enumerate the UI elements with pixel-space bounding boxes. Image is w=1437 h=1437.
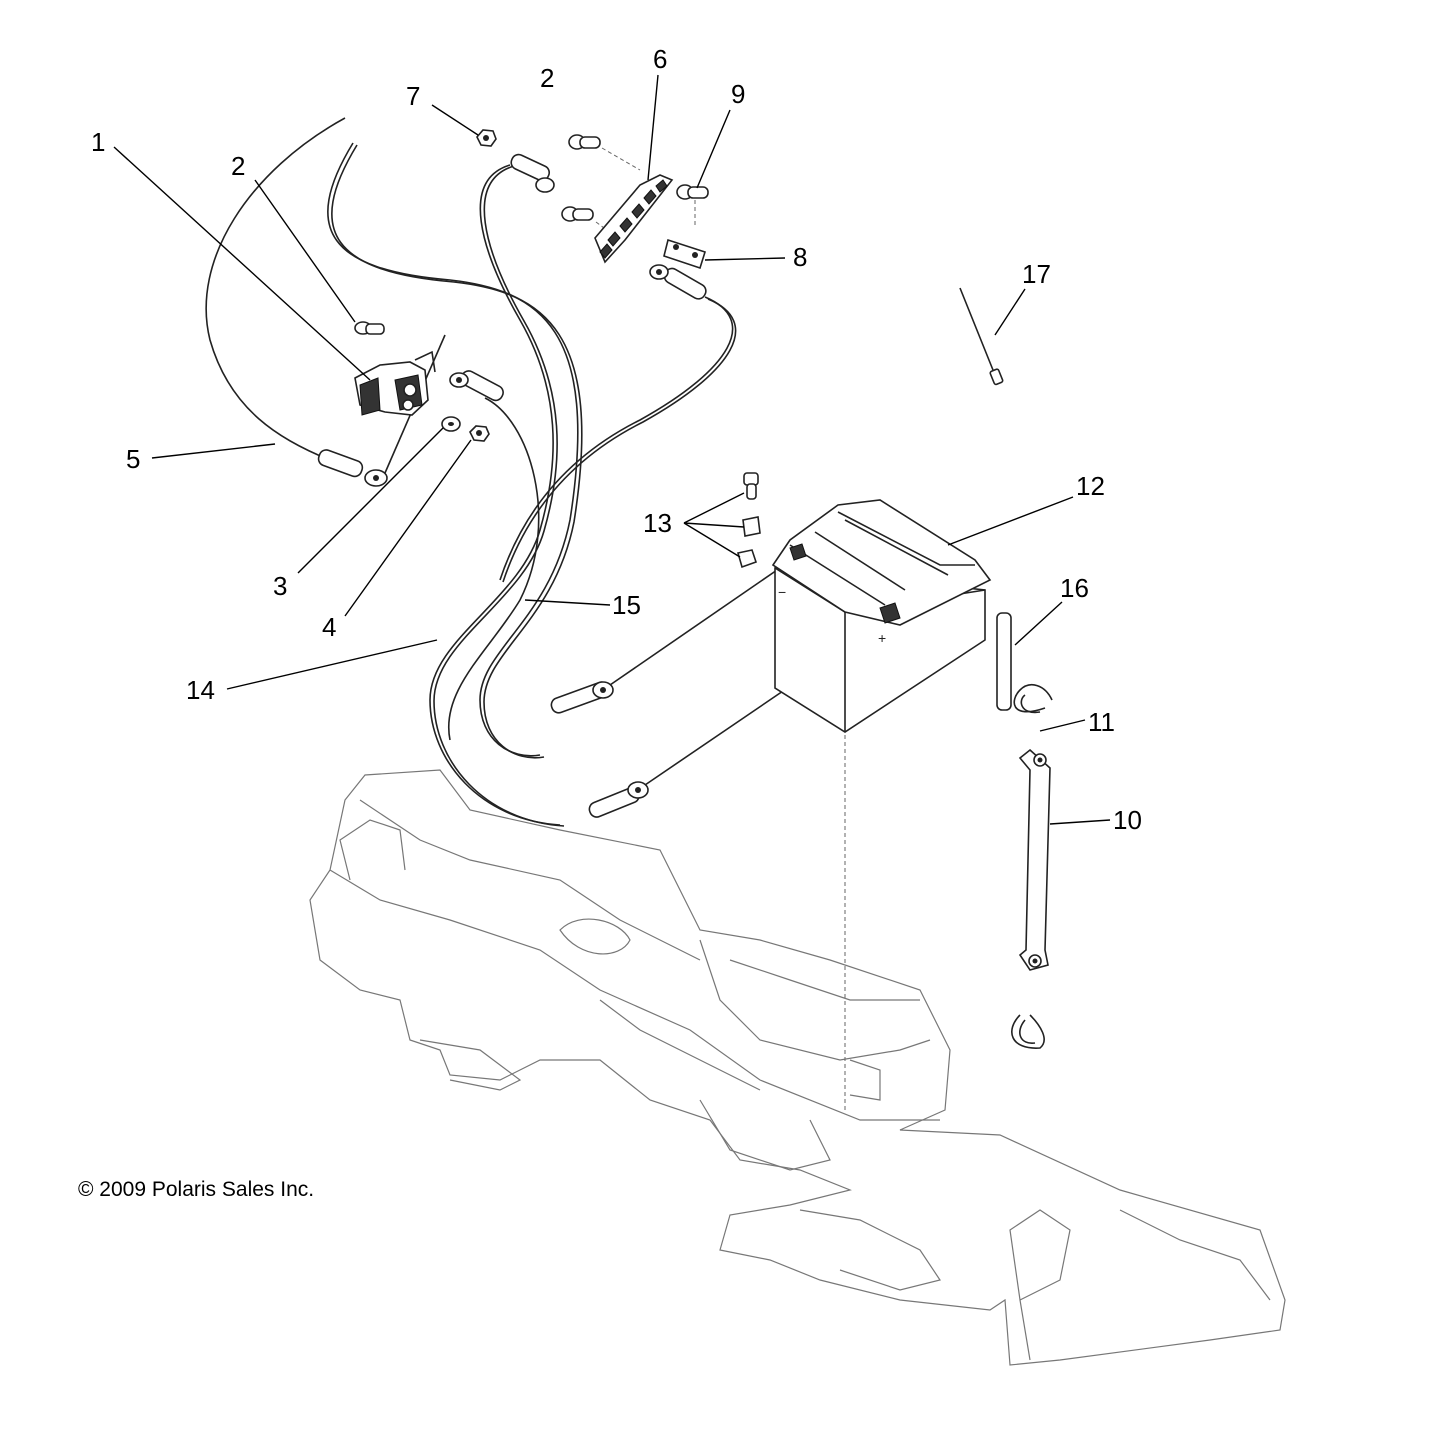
cable-tie-17	[959, 287, 1004, 386]
callout-1: 1	[91, 127, 105, 157]
callout-17: 17	[1022, 259, 1051, 289]
hook-11-upper	[1013, 684, 1053, 713]
cable-15	[327, 142, 579, 757]
callout-2-top: 2	[540, 63, 554, 93]
callout-8: 8	[793, 242, 807, 272]
callout-6: 6	[653, 44, 667, 74]
retainers	[996, 612, 1053, 1049]
leader-lines	[113, 74, 1111, 825]
copyright-text: © 2009 Polaris Sales Inc.	[78, 1178, 315, 1201]
bus-bar-8	[663, 238, 706, 270]
callout-labels: 1 2 2 3 4 5 6 7 8 9 10 11 12 13 14 15 16…	[91, 44, 1142, 835]
battery-12: + −	[771, 499, 992, 733]
fuse-block-6	[594, 174, 674, 264]
callout-15: 15	[612, 590, 641, 620]
callout-4: 4	[322, 612, 336, 642]
frame-chassis	[309, 735, 1286, 1366]
callout-16: 16	[1060, 573, 1089, 603]
callout-12: 12	[1076, 471, 1105, 501]
callout-2-left: 2	[231, 151, 245, 181]
hook-11-lower	[1011, 1014, 1045, 1049]
solenoid-1	[354, 350, 436, 416]
callout-11: 11	[1088, 707, 1115, 737]
bolt-9	[676, 184, 709, 225]
svg-text:−: −	[778, 584, 786, 600]
bolt-2-left	[354, 321, 385, 335]
cable-14	[429, 164, 561, 826]
terminals	[449, 153, 881, 818]
cables	[205, 117, 737, 827]
callout-10: 10	[1113, 805, 1142, 835]
hardware-13	[736, 472, 761, 569]
bolt-fuse	[561, 206, 621, 241]
callout-13: 13	[643, 508, 672, 538]
nut-7	[476, 129, 497, 147]
callout-9: 9	[731, 79, 745, 109]
strap-10	[1018, 748, 1051, 971]
bolt-2-top	[568, 134, 641, 171]
callout-14: 14	[186, 675, 215, 705]
hardware	[354, 129, 1004, 569]
nut-4	[469, 425, 490, 442]
callout-5: 5	[126, 444, 140, 474]
cable-5	[205, 117, 346, 461]
callout-7: 7	[406, 81, 420, 111]
tube-16	[996, 612, 1012, 711]
svg-text:+: +	[878, 630, 886, 646]
callout-3: 3	[273, 571, 287, 601]
